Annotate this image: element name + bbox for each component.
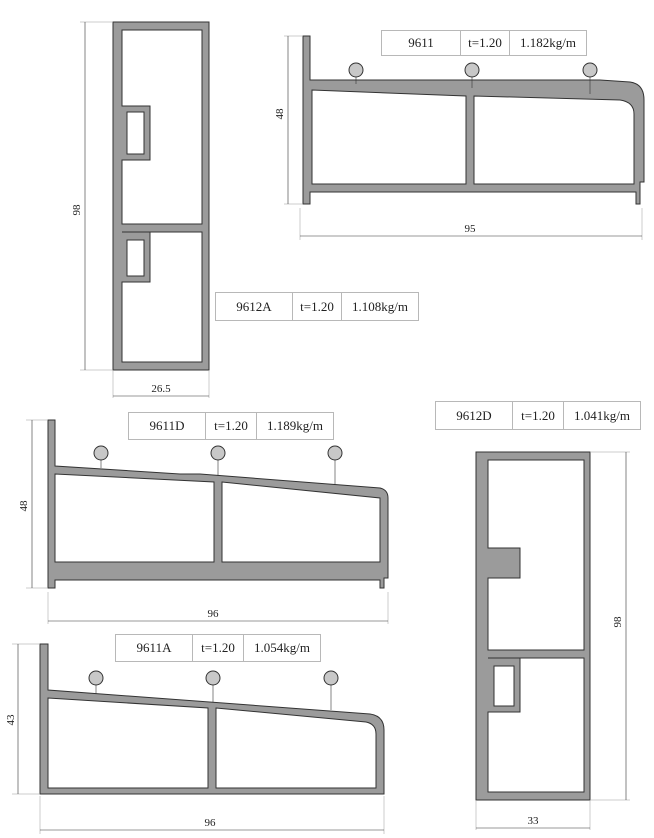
profile-weight: 1.189kg/m bbox=[267, 418, 323, 433]
profile-weight: 1.182kg/m bbox=[520, 35, 576, 50]
spec-label-9611A: 9611A t=1.20 1.054kg/m bbox=[115, 634, 321, 662]
profile-9611D: 96 48 bbox=[18, 419, 389, 624]
profile-weight: 1.108kg/m bbox=[352, 298, 408, 314]
profile-code: 9612A bbox=[216, 293, 293, 320]
profile-9611: 95 48 bbox=[274, 35, 645, 240]
profile-thickness: t=1.20 bbox=[513, 402, 564, 429]
dim-9611-width: 95 bbox=[465, 223, 477, 235]
dim-9611A-width: 96 bbox=[205, 817, 217, 829]
spec-label-9611: 9611 t=1.20 1.182kg/m bbox=[381, 30, 587, 56]
dim-9611D-height: 48 bbox=[18, 500, 30, 512]
profile-9611A: 96 43 bbox=[5, 643, 385, 834]
spec-label-9612A: 9612A t=1.20 1.108kg/m bbox=[215, 292, 419, 321]
spec-label-9611D: 9611D t=1.20 1.189kg/m bbox=[128, 412, 334, 440]
profile-thickness: t=1.20 bbox=[193, 635, 244, 661]
dim-9612A-width: 26.5 bbox=[151, 383, 171, 395]
profile-weight: 1.041kg/m bbox=[574, 407, 630, 423]
profile-code: 9611D bbox=[129, 413, 206, 439]
profile-code: 9611 bbox=[382, 31, 461, 55]
spec-label-9612D: 9612D t=1.20 1.041kg/m bbox=[435, 401, 641, 430]
dim-9611D-width: 96 bbox=[208, 608, 220, 620]
profile-code: 9611A bbox=[116, 635, 193, 661]
profile-thickness: t=1.20 bbox=[206, 413, 257, 439]
profile-thickness: t=1.20 bbox=[461, 31, 510, 55]
profile-9612D: 98 33 bbox=[475, 451, 630, 830]
dim-9611A-height: 43 bbox=[5, 714, 17, 726]
profile-9612A: 98 26.5 bbox=[71, 21, 210, 398]
dim-9612A-height: 98 bbox=[71, 204, 83, 216]
profile-code: 9612D bbox=[436, 402, 513, 429]
profile-weight: 1.054kg/m bbox=[254, 640, 310, 655]
dim-9612D-height: 98 bbox=[612, 616, 624, 628]
dim-9611-height: 48 bbox=[274, 108, 286, 120]
profile-thickness: t=1.20 bbox=[293, 293, 342, 320]
dim-9612D-width: 33 bbox=[528, 815, 540, 827]
